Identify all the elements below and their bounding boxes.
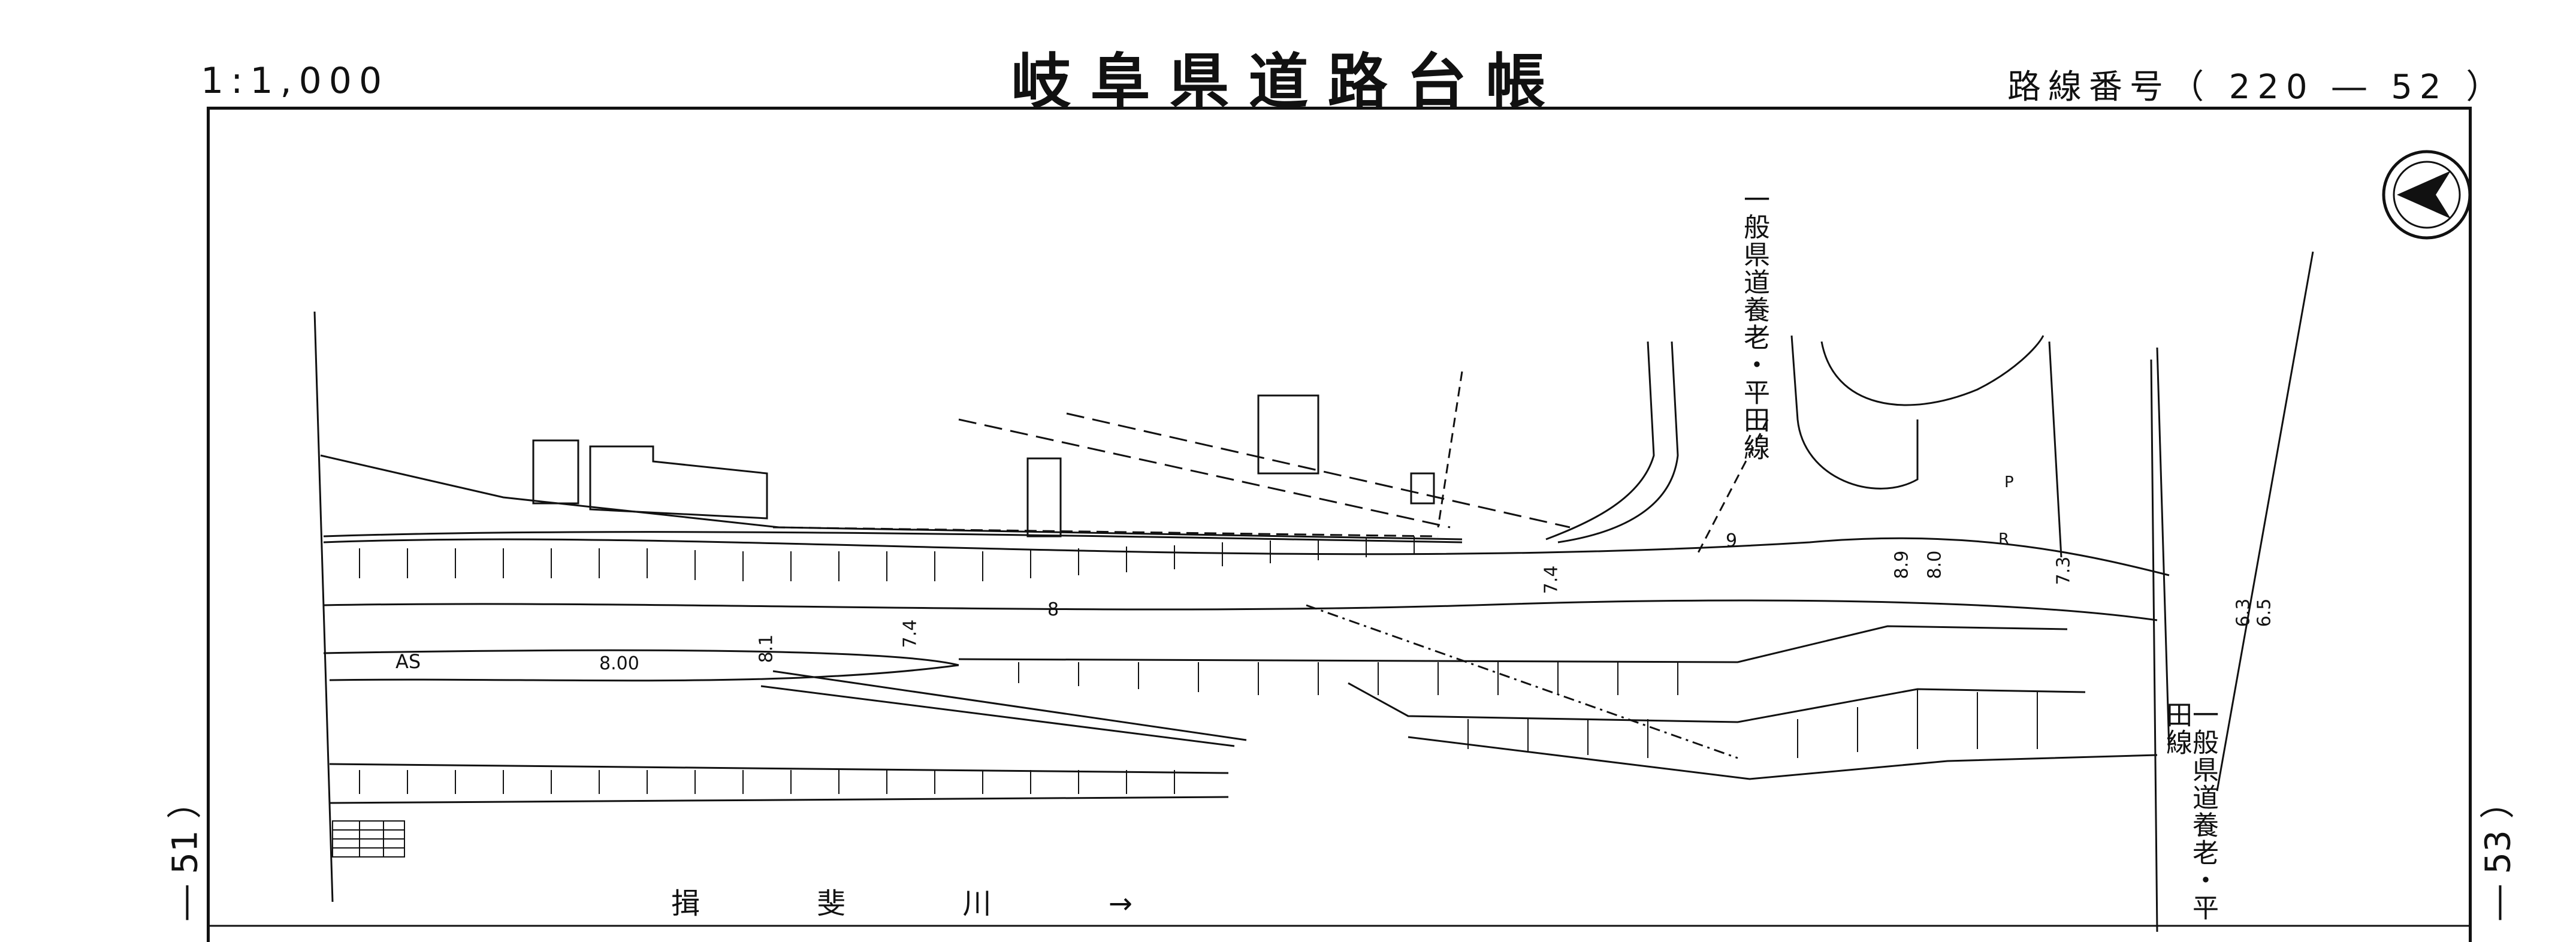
roundabout-inner — [1790, 335, 1919, 490]
embankment-left-top — [320, 454, 1463, 541]
pavement-type-label: AS — [395, 650, 421, 673]
map-scale: 1:1,000 — [201, 60, 389, 102]
dimension-label: 9 — [1726, 530, 1738, 551]
dimension-label: 7.3 — [2053, 556, 2074, 585]
sidewalk-line — [772, 526, 1439, 538]
dimension-label: 7.4 — [899, 619, 921, 648]
dimension-label: 6.3 — [2233, 598, 2254, 627]
dimension-label: 6.5 — [2254, 598, 2275, 627]
ramp-line-2 — [760, 685, 1235, 747]
map-frame — [207, 107, 2472, 942]
intersection-curve-1 — [1545, 341, 1655, 541]
dimension-label: 8.0 — [1924, 550, 1946, 579]
road-edge-lower — [323, 649, 959, 666]
survey-line — [1306, 604, 1738, 759]
slope-hatch-lower — [359, 770, 1175, 794]
north-arrow-icon — [2382, 150, 2472, 240]
road-label-bottom: 一般県道養老・平田線 — [2161, 701, 2218, 922]
road-label-top: 一般県道養老・平田線 — [1739, 186, 1769, 461]
dimension-label: 8 — [1047, 599, 1059, 620]
route-number: 路線番号（ 220 ― 52 ） — [2007, 68, 2507, 107]
lower-slope-bottom — [1408, 736, 2158, 780]
map-mark: R — [1998, 530, 2010, 548]
dashed-road-2 — [1066, 412, 1571, 529]
road-edge-upper — [323, 599, 2158, 621]
lower-bank-top — [329, 763, 1229, 774]
road-edge-top — [323, 537, 2170, 576]
dashed-road-1 — [958, 418, 1451, 529]
right-long-line — [2150, 359, 2158, 932]
map-mark: P — [2004, 473, 2014, 491]
intersection-curve-2 — [1557, 341, 1679, 544]
page-title: 岐阜県道路台帳 — [1011, 47, 1565, 117]
diagonal-dash — [1437, 371, 1463, 528]
left-boundary-line — [313, 311, 334, 902]
far-right-line — [2216, 251, 2314, 792]
road-edge-bottom — [329, 664, 959, 682]
side-road-right — [2048, 341, 2062, 558]
side-road-right-2 — [2156, 347, 2170, 750]
lower-slope-mid — [1348, 682, 2086, 723]
building-1 — [532, 439, 579, 505]
building-4 — [1257, 394, 1319, 475]
ramp-line-1 — [772, 670, 1247, 741]
river-label: 揖 斐 川 → — [671, 887, 1186, 920]
roundabout-arc — [1820, 335, 2045, 406]
diagonal-dash-2 — [1695, 419, 1769, 558]
lower-slope-top — [958, 625, 2068, 663]
building-5 — [1410, 472, 1435, 505]
lower-bank-bottom — [329, 796, 1229, 804]
width-main-label: 8.00 — [599, 653, 639, 674]
slope-hatch-upper — [359, 536, 1415, 581]
dimension-label: 7.4 — [1541, 565, 1562, 594]
dimension-label: 8.1 — [756, 634, 777, 663]
building-2 — [589, 445, 768, 520]
embankment-top — [323, 531, 1463, 544]
slope-hatch-mid — [1018, 662, 2038, 758]
dimension-label: 8.9 — [1891, 550, 1913, 579]
brick-block — [332, 820, 405, 858]
building-3 — [1026, 457, 1062, 538]
